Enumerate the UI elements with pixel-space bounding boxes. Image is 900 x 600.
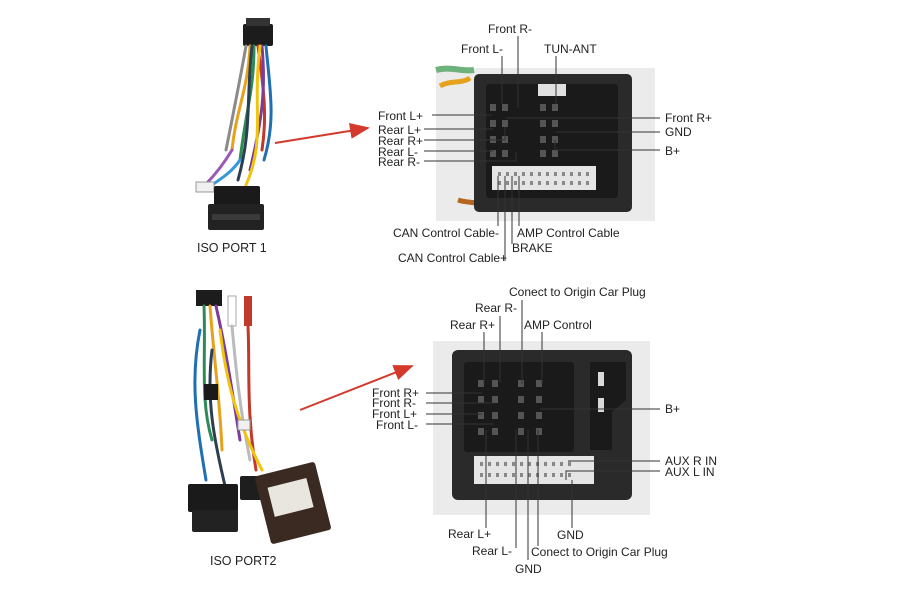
port2-caption: ISO PORT2 — [210, 554, 277, 568]
label-rear-r-minus-1: Rear R- — [378, 155, 421, 169]
label-rear-r-minus-2: Rear R- — [475, 301, 518, 315]
label-b-plus-1: B+ — [665, 144, 681, 158]
label-connect-top: Conect to Origin Car Plug — [509, 285, 646, 299]
label-rear-l-minus-1: Rear L- — [378, 145, 419, 159]
connector-1-photo — [435, 65, 655, 221]
harness-2-image — [188, 290, 331, 544]
label-can-minus: CAN Control Cable- — [393, 226, 500, 240]
label-front-l-minus-2: Front L- — [376, 418, 419, 432]
label-rear-r-plus-1: Rear R+ — [378, 134, 424, 148]
label-can-plus: CAN Control Cable+ — [398, 251, 508, 265]
label-front-l-plus-1: Front L+ — [378, 109, 424, 123]
port1-caption: ISO PORT 1 — [197, 241, 267, 255]
label-brake: BRAKE — [512, 241, 553, 255]
leader-lines-port2 — [426, 300, 660, 560]
label-gnd-bottom-2: GND — [515, 562, 542, 576]
label-amp-control: AMP Control — [524, 318, 592, 332]
label-front-r-minus-2: Front R- — [372, 396, 417, 410]
label-gnd-right-2: GND — [557, 528, 584, 542]
arrow-port2 — [299, 365, 414, 411]
harness-1-image — [195, 18, 273, 230]
label-front-r-plus-2: Front R+ — [372, 386, 420, 400]
label-b-plus-2: B+ — [665, 402, 681, 416]
label-tun-ant: TUN-ANT — [544, 42, 597, 56]
label-front-r-minus-1: Front R- — [488, 22, 533, 36]
arrow-port1 — [274, 122, 370, 144]
label-rear-l-minus-2: Rear L- — [472, 544, 513, 558]
label-aux-r-in: AUX R IN — [665, 454, 718, 468]
label-amp-cable: AMP Control Cable — [517, 226, 620, 240]
label-aux-l-in: AUX L IN — [665, 465, 715, 479]
label-gnd-1: GND — [665, 125, 692, 139]
label-front-l-minus-1: Front L- — [461, 42, 504, 56]
label-rear-l-plus-2: Rear L+ — [448, 527, 492, 541]
label-rear-r-plus-2: Rear R+ — [450, 318, 496, 332]
label-front-l-plus-2: Front L+ — [372, 407, 418, 421]
label-front-r-plus-1: Front R+ — [665, 111, 713, 125]
label-connect-bottom: Conect to Origin Car Plug — [531, 545, 668, 559]
leader-lines-port1 — [424, 36, 660, 261]
label-rear-l-plus-1: Rear L+ — [378, 123, 422, 137]
